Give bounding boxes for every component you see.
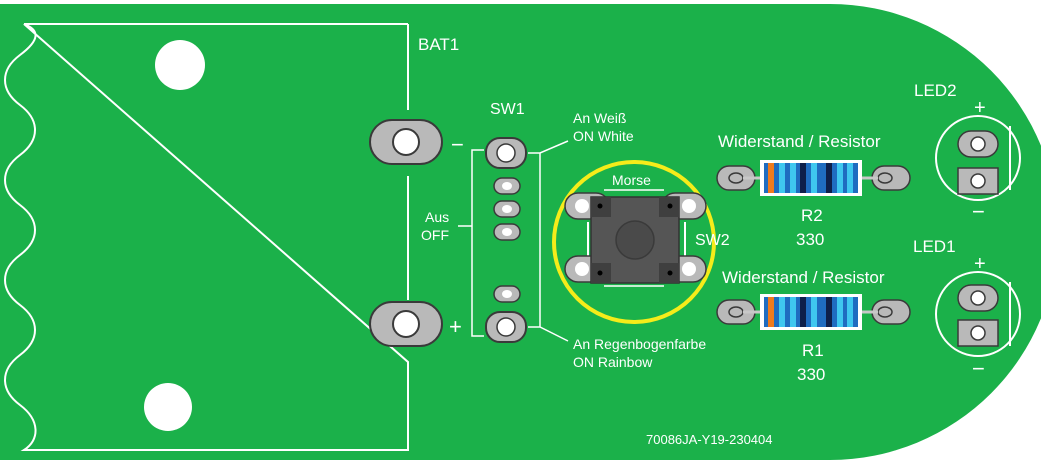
battery-minus-sign: −: [451, 132, 464, 157]
r1-value: 330: [797, 365, 825, 384]
board-id: 70086JA-Y19-230404: [646, 432, 773, 447]
on-rainbow-label-en: ON Rainbow: [573, 354, 653, 370]
led2-plus: +: [974, 97, 986, 119]
battery-mount-hole-bottom: [144, 383, 192, 431]
push-button-switch-icon: [590, 196, 680, 284]
r2-label: R2: [801, 206, 823, 225]
r1-title: Widerstand / Resistor: [722, 268, 885, 287]
off-label-de: Aus: [425, 209, 449, 225]
led1-minus: −: [972, 356, 985, 381]
resistor-icon: [760, 294, 862, 330]
bat-label: BAT1: [418, 35, 459, 54]
led-footprint-icon: [935, 115, 1021, 201]
r2-title: Widerstand / Resistor: [718, 132, 881, 151]
battery-outline: [4, 23, 409, 451]
battery-mount-hole-top: [155, 40, 205, 90]
resistor-icon: [760, 160, 862, 196]
sw1-label: SW1: [490, 101, 525, 118]
led2-label: LED2: [914, 81, 957, 100]
on-rainbow-label-de: An Regenbogenfarbe: [573, 336, 706, 352]
battery-plus-sign: +: [449, 314, 462, 339]
on-white-label-de: An Weiß: [573, 110, 626, 126]
off-label-en: OFF: [421, 227, 449, 243]
sw2-label: SW2: [695, 232, 730, 249]
sw2-highlight-ring: [552, 160, 716, 324]
morse-label: Morse: [612, 172, 651, 188]
r2-value: 330: [796, 230, 824, 249]
on-white-label-en: ON White: [573, 128, 634, 144]
led2-minus: −: [972, 199, 985, 224]
led-footprint-icon: [935, 271, 1021, 357]
r1-label: R1: [802, 341, 824, 360]
led1-plus: +: [974, 253, 986, 275]
led1-label: LED1: [913, 237, 956, 256]
